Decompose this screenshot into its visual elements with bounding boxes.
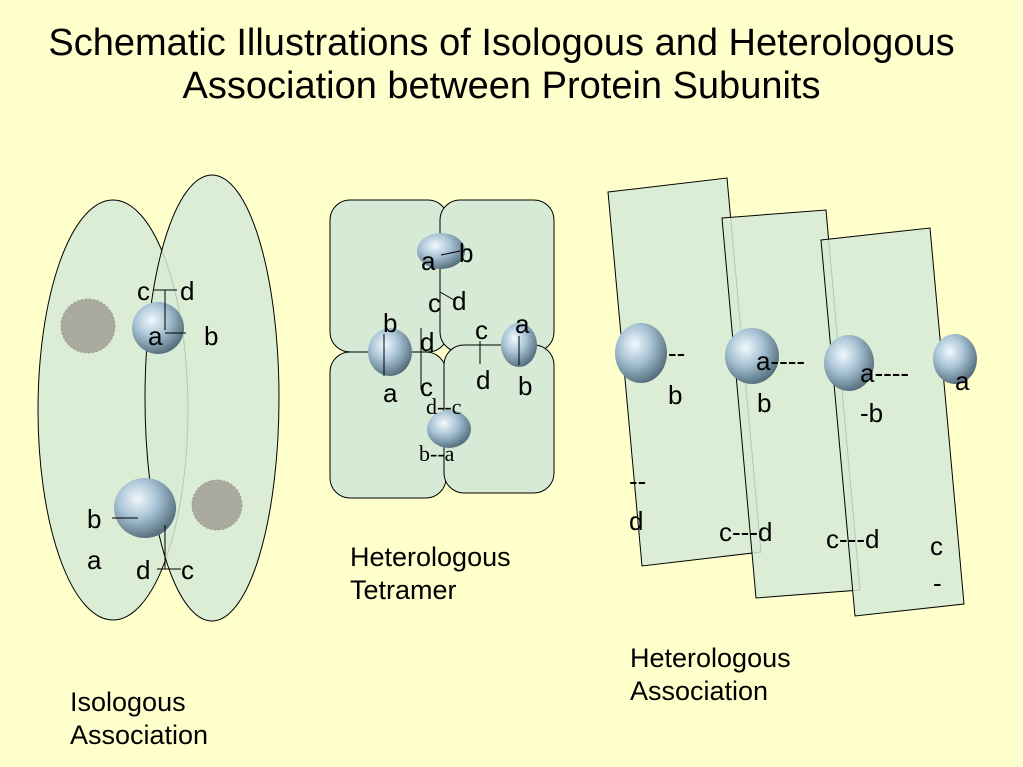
label-dash: -: [933, 568, 942, 598]
label-c-d: c---d: [826, 524, 879, 554]
label-b: b: [383, 308, 397, 338]
label-d: d: [420, 327, 434, 357]
label-b: b: [668, 380, 682, 410]
binding-site-1: [615, 323, 667, 383]
binding-site-bottom: [427, 410, 471, 448]
slide-title: Schematic Illustrations of Isologous and…: [48, 22, 955, 107]
label-c: c: [181, 555, 194, 585]
binding-site-2: [725, 328, 779, 384]
label-c: c: [137, 276, 150, 306]
label-b: -b: [860, 398, 883, 428]
label-b: b: [757, 388, 771, 418]
caption-isologous: Isologous Association: [70, 686, 208, 752]
binding-site-top: [417, 233, 465, 269]
caption-line: Isologous: [70, 687, 186, 717]
binding-site-3: [824, 335, 874, 391]
label-a: a: [515, 309, 530, 339]
label-a-dashes: a----: [860, 358, 909, 388]
label-d: d: [180, 276, 194, 306]
hidden-site-left: [60, 298, 116, 354]
subunit-top-right: [439, 199, 555, 353]
label-d: d: [629, 506, 643, 536]
label-a: a: [148, 321, 163, 351]
label-d: d: [476, 365, 490, 395]
label-b-a: b--a: [419, 441, 455, 466]
label-d: d: [136, 555, 150, 585]
heterologous-tetramer: a b c d b d a c c a d b d--c b--a: [329, 199, 555, 499]
caption-line: Association: [630, 676, 769, 706]
caption-tetramer: Heterologous Tetramer: [350, 541, 511, 607]
caption-line: Tetramer: [350, 575, 457, 605]
label-a: a: [955, 366, 970, 396]
label-c: c: [475, 315, 488, 345]
label-a: a: [87, 545, 102, 575]
label-a-dashes: a----: [756, 346, 805, 376]
subunit-3: [820, 227, 965, 617]
caption-line: Heterologous: [350, 542, 511, 572]
heterologous-chain: -- b -- d a---- b c---d a---- -b c---d a…: [607, 177, 977, 617]
label-b: b: [459, 238, 473, 268]
label-a: a: [421, 246, 436, 276]
binding-site-top: [132, 302, 184, 354]
label-d-c: d--c: [426, 394, 462, 419]
label-b: b: [518, 371, 532, 401]
binding-site-bottom: [114, 478, 176, 538]
label-c: c: [930, 531, 943, 561]
binding-site-left: [368, 328, 412, 376]
label-d: d: [452, 286, 466, 316]
caption-heterologous: Heterologous Association: [630, 642, 791, 708]
label-c: c: [420, 372, 433, 402]
label-dashes: --: [668, 338, 685, 368]
isologous-dimer: c d a b b a d c: [37, 174, 280, 622]
label-dashes: --: [629, 466, 646, 496]
label-a: a: [383, 378, 398, 408]
caption-line: Association: [70, 720, 209, 750]
label-b: b: [204, 321, 218, 351]
binding-site-4: [933, 334, 977, 384]
caption-line: Heterologous: [630, 643, 791, 673]
bond-lines: [112, 289, 186, 570]
label-c: c: [428, 288, 441, 318]
bond-lines: [383, 250, 520, 390]
hidden-site-right: [191, 479, 243, 531]
label-b: b: [87, 504, 101, 534]
subunit-right: [144, 174, 280, 622]
label-c-d: c---d: [719, 517, 772, 547]
